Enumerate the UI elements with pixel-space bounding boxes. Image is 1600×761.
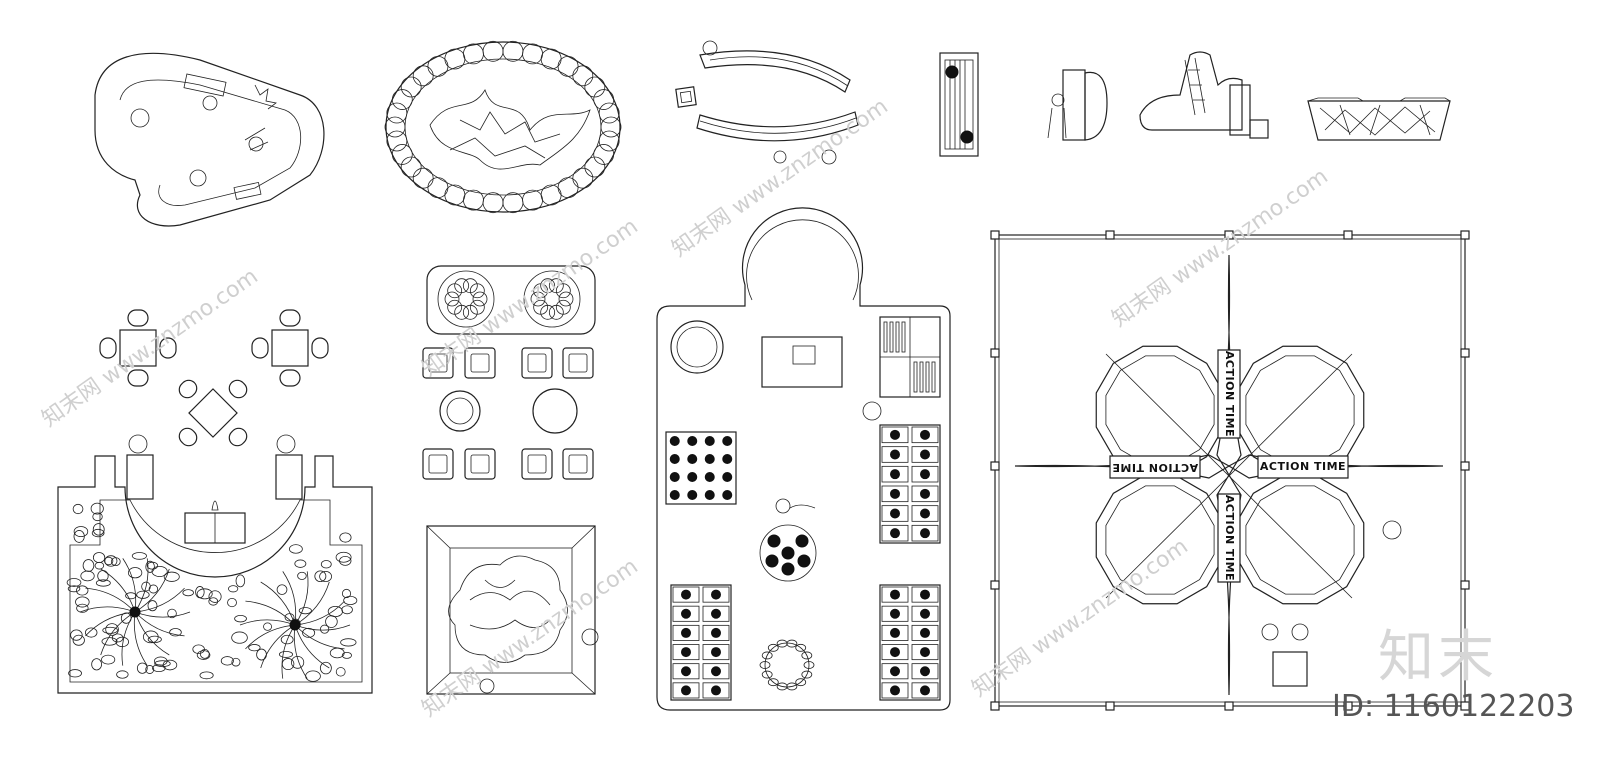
tree-planter bbox=[426, 525, 599, 695]
reception-desk bbox=[94, 52, 325, 227]
watermark-id: ID: 1160122203 bbox=[1332, 689, 1575, 724]
watermark-logo: 知末 bbox=[1378, 625, 1498, 690]
banner-bottom: ACTION TIME bbox=[1223, 495, 1236, 581]
banner-right: ACTION TIME bbox=[1260, 460, 1346, 473]
lounge-area bbox=[422, 265, 596, 480]
woven-bench bbox=[1307, 97, 1451, 141]
curved-benches bbox=[675, 40, 859, 165]
cafe-tables bbox=[99, 309, 329, 447]
play-area bbox=[656, 207, 951, 711]
palm-garden bbox=[57, 434, 373, 694]
bench-strip bbox=[939, 52, 979, 157]
banner-top: ACTION TIME bbox=[1223, 351, 1236, 437]
event-stage: ACTION TIME ACTION TIME ACTION TIME ACTI… bbox=[990, 230, 1470, 711]
kiosk bbox=[1047, 69, 1108, 141]
oval-planter bbox=[384, 40, 622, 214]
banner-left: ACTION TIME bbox=[1112, 461, 1198, 474]
playground-slide bbox=[1139, 51, 1269, 139]
